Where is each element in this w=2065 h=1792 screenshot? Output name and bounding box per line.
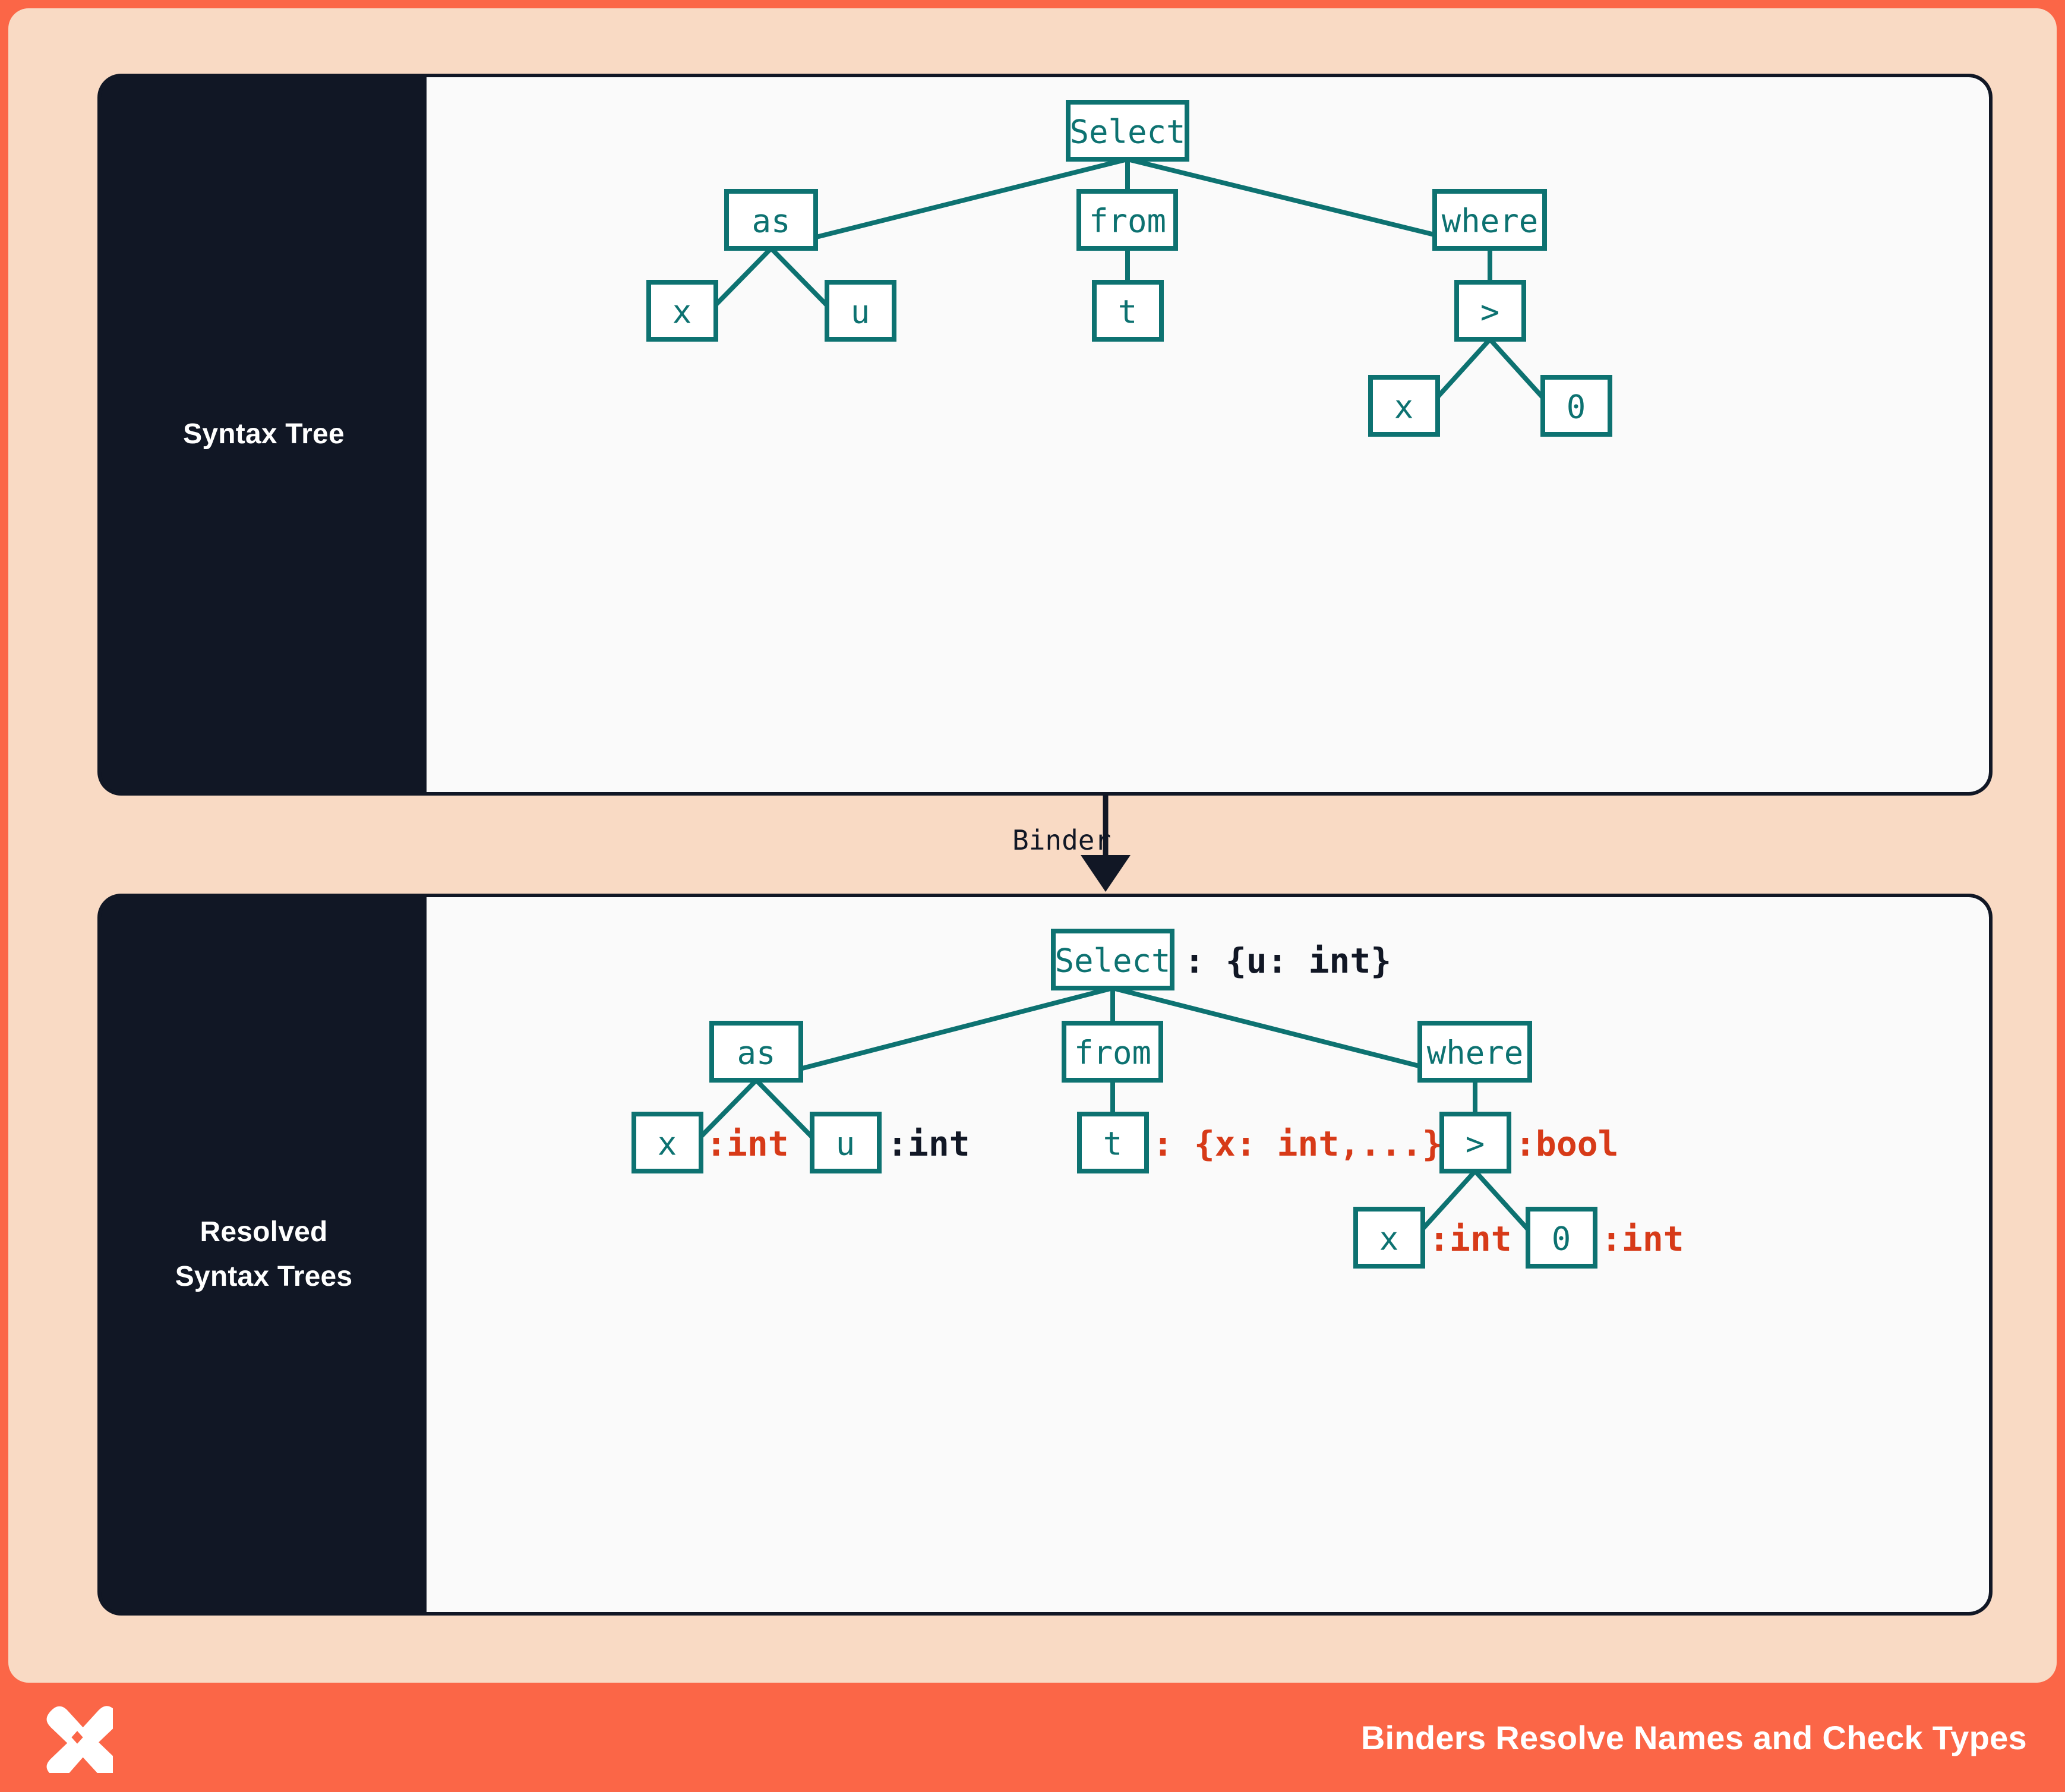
down-arrow-icon (1081, 796, 1131, 892)
resolved-node-select[interactable]: Select : {u: int} (1051, 929, 1391, 990)
resolved-node-x-right[interactable]: x :int (1353, 1207, 1512, 1269)
resolved-node-as[interactable]: as (709, 1021, 803, 1083)
tree-node-select[interactable]: Select (1066, 100, 1189, 162)
node-box-as[interactable] (724, 189, 818, 251)
type-annotation-x-right: :int (1429, 1219, 1512, 1259)
tree-node-zero[interactable]: 0 (1540, 375, 1612, 437)
tree-node-as[interactable]: as (724, 189, 818, 251)
resolved-syntax-tree-graph: Select : {u: int} as from where x (632, 929, 1684, 1269)
resolved-node-box-select[interactable] (1051, 929, 1174, 990)
panel-syntax-tree: Syntax Tree Select (97, 74, 1993, 796)
edge-select-where (1127, 157, 1491, 251)
resolved-node-label-zero: 0 (1552, 1220, 1571, 1258)
node-label-x-right: x (1394, 389, 1414, 426)
type-annotation-zero: :int (1601, 1219, 1684, 1259)
node-box-select[interactable] (1066, 100, 1189, 162)
node-label-as: as (752, 203, 790, 240)
resolved-node-box-t[interactable] (1077, 1112, 1149, 1173)
node-box-x-left[interactable] (646, 280, 718, 342)
resolved-node-gt[interactable]: > :bool (1439, 1112, 1619, 1173)
resolved-node-label-from: from (1074, 1034, 1151, 1072)
node-label-from: from (1089, 203, 1166, 240)
tree-node-gt[interactable]: > (1454, 280, 1526, 342)
panel-resolved-syntax-trees-label: Resolved Syntax Trees (101, 897, 427, 1612)
resolved-node-t[interactable]: t : {x: int,...} (1077, 1112, 1443, 1173)
node-label-zero: 0 (1567, 389, 1586, 426)
resolved-node-label-where: where (1427, 1034, 1524, 1072)
node-box-gt[interactable] (1454, 280, 1526, 342)
node-label-t: t (1118, 294, 1138, 331)
resolved-node-label-gt: > (1466, 1125, 1485, 1163)
type-annotation-u: :int (887, 1124, 970, 1164)
resolved-node-u[interactable]: u :int (810, 1112, 970, 1173)
footer-bar: Binders Resolve Names and Check Types (0, 1683, 2065, 1792)
type-annotation-gt: :bool (1515, 1124, 1619, 1164)
resolved-node-box-where[interactable] (1417, 1021, 1532, 1083)
resolved-node-box-x-left[interactable] (632, 1112, 703, 1173)
edge-select-as (771, 157, 1128, 251)
node-box-where[interactable] (1432, 189, 1547, 251)
panel-syntax-tree-label: Syntax Tree (101, 77, 427, 792)
resolved-node-box-as[interactable] (709, 1021, 803, 1083)
tree-node-x-left[interactable]: x (646, 280, 718, 342)
resolved-node-label-x-left: x (658, 1125, 677, 1163)
node-box-x-right[interactable] (1368, 375, 1440, 437)
resolved-node-box-zero[interactable] (1526, 1207, 1597, 1269)
node-box-from[interactable] (1076, 189, 1178, 251)
poster-canvas: Syntax Tree Select (8, 8, 2057, 1683)
resolved-node-label-x-right: x (1379, 1220, 1399, 1258)
node-label-select: Select (1069, 113, 1185, 151)
node-box-zero[interactable] (1540, 375, 1612, 437)
type-annotation-x-left: :int (706, 1124, 789, 1164)
node-label-u: u (851, 294, 870, 331)
resolved-node-zero[interactable]: 0 :int (1526, 1207, 1684, 1269)
tree-node-u[interactable]: u (825, 280, 896, 342)
binder-transition: Binder (97, 796, 1993, 894)
panel-resolved-label-line1: Resolved (200, 1216, 328, 1248)
redge-select-as (755, 986, 1114, 1083)
node-label-where: where (1442, 203, 1539, 240)
tree-node-x-right[interactable]: x (1368, 375, 1440, 437)
tree-node-t[interactable]: t (1092, 280, 1164, 342)
panel-syntax-tree-canvas: Select as from where x (427, 77, 1989, 792)
resolved-node-label-select: Select (1054, 942, 1170, 980)
node-box-u[interactable] (825, 280, 896, 342)
panel-resolved-syntax-trees: Resolved Syntax Trees (97, 894, 1993, 1616)
resolved-node-box-gt[interactable] (1439, 1112, 1511, 1173)
tree-node-from[interactable]: from (1076, 189, 1178, 251)
type-annotation-t: : {x: int,...} (1153, 1124, 1443, 1164)
resolved-node-box-x-right[interactable] (1353, 1207, 1425, 1269)
tree-node-where[interactable]: where (1432, 189, 1547, 251)
resolved-node-box-from[interactable] (1062, 1021, 1163, 1083)
panel-resolved-label-line2: Syntax Trees (175, 1260, 353, 1292)
butterfly-x-logo-icon (46, 1706, 113, 1773)
resolved-node-box-u[interactable] (810, 1112, 882, 1173)
resolved-node-where[interactable]: where (1417, 1021, 1532, 1083)
syntax-tree-graph: Select as from where x (646, 100, 1612, 437)
panel-resolved-syntax-trees-canvas: Select : {u: int} as from where x (427, 897, 1989, 1612)
node-label-gt: > (1480, 294, 1500, 331)
resolved-node-from[interactable]: from (1062, 1021, 1163, 1083)
footer-title: Binders Resolve Names and Check Types (1360, 1718, 2027, 1756)
panel-syntax-tree-label-text: Syntax Tree (183, 418, 345, 450)
binder-label: Binder (1012, 824, 1112, 856)
resolved-node-label-u: u (836, 1125, 855, 1163)
resolved-node-label-t: t (1103, 1125, 1123, 1163)
redge-select-where (1112, 986, 1476, 1083)
resolved-node-x-left[interactable]: x :int (632, 1112, 789, 1173)
type-annotation-select: : {u: int} (1184, 941, 1391, 981)
node-label-x-left: x (672, 294, 692, 331)
resolved-node-label-as: as (737, 1034, 775, 1072)
node-box-t[interactable] (1092, 280, 1164, 342)
